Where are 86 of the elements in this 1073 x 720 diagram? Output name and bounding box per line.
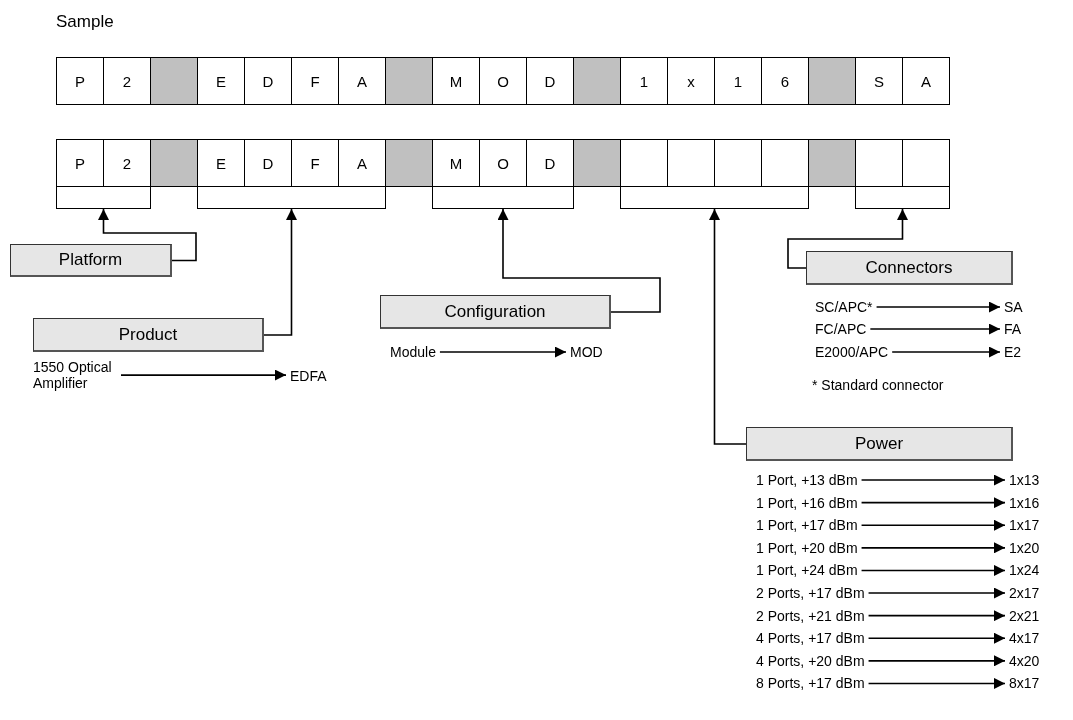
category-box: Platform: [10, 244, 172, 277]
arrow: [787, 208, 908, 269]
mapping-text: 2x17: [1005, 585, 1044, 602]
letter-cell: 1: [714, 57, 762, 105]
category-box: Configuration: [380, 295, 611, 329]
letter-cell: 2: [103, 57, 151, 105]
arrow: [869, 323, 1001, 335]
arrow: [709, 208, 747, 445]
mapping-text: 1 Port, +13 dBm: [752, 472, 862, 489]
arrow: [867, 610, 1006, 622]
mapping-text: 1 Port, +16 dBm: [752, 494, 862, 511]
mapping-text: SC/APC*: [811, 299, 877, 316]
category-box: Connectors: [806, 251, 1013, 285]
letter-cell: A: [902, 57, 950, 105]
separator-cell: [150, 57, 198, 105]
arrow: [860, 542, 1006, 554]
separator-cell: [385, 139, 433, 187]
arrow: [867, 632, 1006, 644]
arrow: [98, 208, 197, 262]
mapping-text: 1550 Optical Amplifier: [29, 359, 121, 392]
mapping-text: 1x16: [1005, 494, 1044, 511]
arrow: [860, 519, 1006, 531]
bracket: [432, 186, 574, 209]
letter-cell: D: [526, 57, 574, 105]
mapping-text: 4x17: [1005, 630, 1044, 647]
letter-cell: A: [338, 57, 386, 105]
mapping-text: 2 Ports, +21 dBm: [752, 607, 869, 624]
mapping-text: 4x20: [1005, 652, 1044, 669]
mapping-text: MOD: [566, 344, 607, 361]
arrow: [120, 369, 287, 381]
mapping-text: FC/APC: [811, 321, 871, 338]
arrow: [867, 655, 1006, 667]
separator-cell: [808, 57, 856, 105]
mapping-text: E2: [1000, 344, 1026, 361]
bracket: [56, 186, 151, 209]
mapping-text: 8x17: [1005, 675, 1044, 692]
arrow: [860, 497, 1006, 509]
letter-cell: E: [197, 57, 245, 105]
letter-cell: x: [667, 57, 715, 105]
mapping-text: 8 Ports, +17 dBm: [752, 675, 869, 692]
footnote: * Standard connector: [812, 377, 944, 393]
mapping-text: 1 Port, +24 dBm: [752, 562, 862, 579]
arrow: [263, 208, 297, 336]
mapping-text: SA: [1000, 299, 1027, 316]
arrow: [867, 677, 1006, 689]
mapping-text: Module: [386, 344, 440, 361]
mapping-text: 4 Ports, +17 dBm: [752, 630, 869, 647]
bracket: [855, 186, 950, 209]
mapping-text: 4 Ports, +20 dBm: [752, 652, 869, 669]
mapping-text: E2000/APC: [811, 344, 893, 361]
bracket: [620, 186, 809, 209]
mapping-text: 1x13: [1005, 472, 1044, 489]
separator-cell: [385, 57, 433, 105]
arrow: [860, 564, 1006, 576]
mapping-text: 1 Port, +20 dBm: [752, 539, 862, 556]
mapping-text: 1x20: [1005, 539, 1044, 556]
category-box: Power: [746, 427, 1013, 461]
letter-cell: F: [291, 57, 339, 105]
letter-cell: P: [56, 139, 104, 187]
mapping-text: 2 Ports, +17 dBm: [752, 585, 869, 602]
mapping-text: 1x17: [1005, 517, 1044, 534]
separator-cell: [573, 139, 621, 187]
arrow: [439, 346, 567, 358]
letter-cell: M: [432, 57, 480, 105]
category-box: Product: [33, 318, 264, 352]
letter-cell: 1: [620, 57, 668, 105]
mapping-text: 1 Port, +17 dBm: [752, 517, 862, 534]
mapping-text: 1x24: [1005, 562, 1044, 579]
separator-cell: [808, 139, 856, 187]
arrow: [860, 474, 1006, 486]
letter-cell: D: [244, 57, 292, 105]
letter-cell: O: [479, 57, 527, 105]
letter-cell: 6: [761, 57, 809, 105]
separator-cell: [573, 57, 621, 105]
arrow: [875, 301, 1001, 313]
arrow: [891, 346, 1001, 358]
mapping-text: FA: [1000, 321, 1026, 338]
mapping-text: EDFA: [286, 368, 331, 385]
mapping-text: 2x21: [1005, 607, 1044, 624]
letter-cell: S: [855, 57, 903, 105]
bracket: [197, 186, 386, 209]
letter-cell: P: [56, 57, 104, 105]
separator-cell: [150, 139, 198, 187]
arrow: [497, 208, 661, 313]
arrow: [867, 587, 1006, 599]
diagram-title: Sample: [56, 12, 114, 32]
